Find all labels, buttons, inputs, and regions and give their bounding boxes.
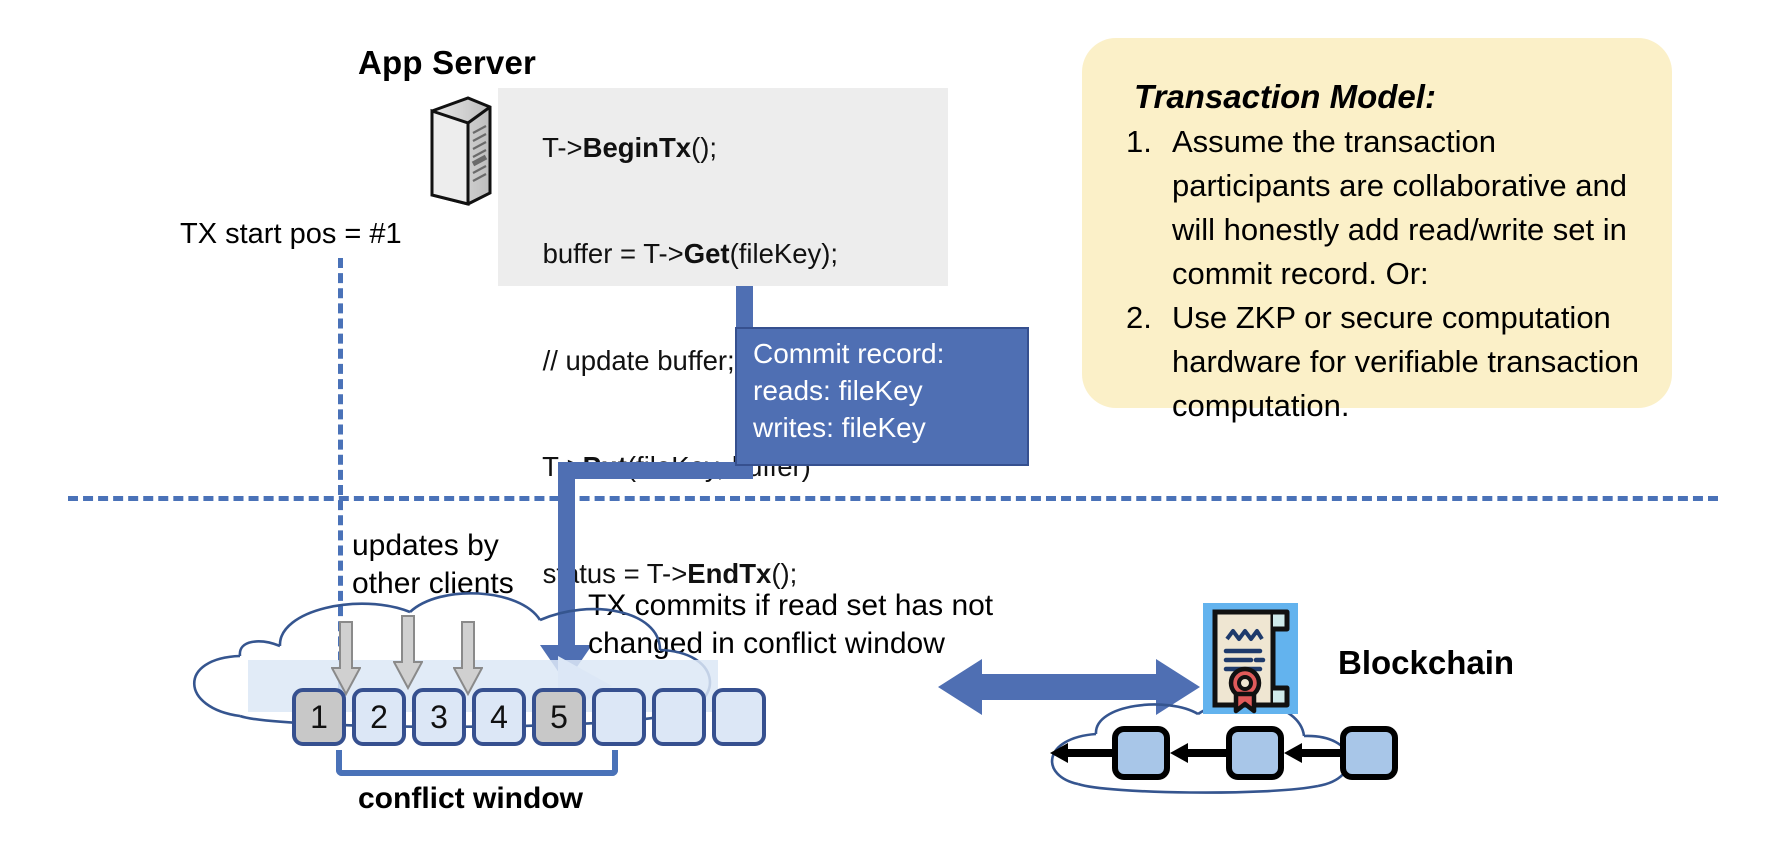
transaction-model-card: Transaction Model: 1. Assume the transac… <box>1082 38 1672 423</box>
commit-record-writes: writes: fileKey <box>753 412 926 443</box>
code-block: T->BeginTx(); buffer = T->Get(fileKey); … <box>498 88 948 589</box>
certificate-contract-icon <box>1203 603 1298 714</box>
transaction-model-item: 1. Assume the transaction participants a… <box>1126 120 1672 296</box>
layer-separator-dashed-line <box>68 496 1718 501</box>
ledger-block[interactable]: 4 <box>472 688 526 746</box>
list-number: 2. <box>1126 300 1152 335</box>
tx-commits-condition-label: TX commits if read set has not changed i… <box>588 587 993 663</box>
ledger-block[interactable]: 2 <box>352 688 406 746</box>
tx-start-pos-label: TX start pos = #1 <box>180 218 402 250</box>
code-bold: BeginTx <box>582 131 692 163</box>
code-text: // update buffer; <box>542 344 735 376</box>
code-bold: EndTx <box>687 557 772 589</box>
transaction-model-list: 1. Assume the transaction participants a… <box>1126 120 1672 428</box>
commit-record-reads: reads: fileKey <box>753 375 923 406</box>
code-line-3: // update buffer; <box>498 307 948 414</box>
commit-record-title: Commit record: <box>753 338 945 369</box>
ledger-block[interactable]: 1 <box>292 688 346 746</box>
conflict-window-brace <box>336 750 618 776</box>
blockchain-block[interactable] <box>1112 726 1170 780</box>
chain-arrow-left-icon <box>1170 743 1226 763</box>
code-text: status = T-> <box>542 557 688 589</box>
tx-commits-line2: changed in conflict window <box>588 627 945 660</box>
tx-commits-line1: TX commits if read set has not <box>588 589 994 622</box>
list-text: Assume the transaction participants are … <box>1172 124 1627 291</box>
transaction-model-title: Transaction Model: <box>1134 78 1436 115</box>
transaction-model-item: 2. Use ZKP or secure computation hardwar… <box>1126 296 1672 428</box>
tx-start-dashed-line <box>338 258 343 722</box>
bidirectional-sync-arrow-icon <box>938 655 1200 719</box>
chain-arrow-left-icon <box>1284 743 1340 763</box>
conflict-window-label: conflict window <box>358 782 583 815</box>
code-text: buffer = T-> <box>542 238 684 269</box>
blockchain-block[interactable] <box>1226 726 1284 780</box>
update-arrow-2-icon <box>392 614 424 695</box>
commit-connector-segment-top <box>736 286 753 335</box>
blockchain-label: Blockchain <box>1338 644 1515 681</box>
ledger-blocks-row: 1 2 3 4 5 <box>292 688 766 746</box>
code-line-1: T->BeginTx(); <box>498 88 948 201</box>
code-text: (fileKey); <box>729 238 839 269</box>
code-line-5: status = T->EndTx(); <box>498 520 948 627</box>
blockchain-block[interactable] <box>1340 726 1398 780</box>
ledger-block[interactable]: 3 <box>412 688 466 746</box>
code-text: T-> <box>542 131 583 163</box>
code-text: (); <box>771 557 798 589</box>
ledger-block[interactable] <box>652 688 706 746</box>
commit-record-box: Commit record: reads: fileKey writes: fi… <box>735 327 1029 466</box>
updates-label-line1: updates by <box>352 529 499 562</box>
ledger-block[interactable]: 5 <box>532 688 586 746</box>
list-number: 1. <box>1126 124 1152 159</box>
code-line-2: buffer = T->Get(fileKey); <box>498 201 948 308</box>
ledger-block[interactable] <box>592 688 646 746</box>
commit-connector-segment-down <box>558 462 575 667</box>
app-server-title: App Server <box>358 44 537 81</box>
code-text: (); <box>691 131 718 163</box>
code-bold: Get <box>683 238 730 269</box>
update-arrow-3-icon <box>452 620 484 701</box>
chain-arrow-left-icon-head <box>1050 740 1112 771</box>
ledger-block[interactable] <box>712 688 766 746</box>
server-tower-icon <box>428 95 494 207</box>
commit-connector-segment-horizontal <box>558 462 753 479</box>
update-arrow-1-icon <box>330 620 362 701</box>
list-text: Use ZKP or secure computation hardware f… <box>1172 300 1639 423</box>
blockchain-blocks-row <box>1112 726 1398 780</box>
